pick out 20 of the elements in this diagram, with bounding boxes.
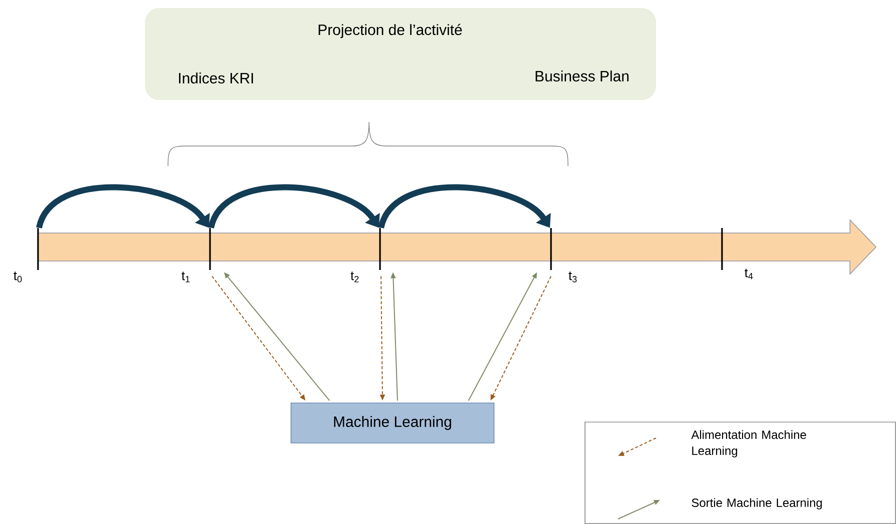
time-label: t$_{4}$ — [744, 268, 753, 280]
curved-arrow — [208, 184, 380, 229]
box-text: Business Plan — [536, 70, 629, 82]
heading: Projection de l’activité — [318, 24, 462, 38]
legend-text: Alimentation Machine Learning — [691, 430, 806, 458]
process-box: Machine Learning — [290, 402, 494, 444]
tick-mark — [721, 228, 723, 270]
activity-box — [145, 8, 656, 100]
time-label: t$_{0}$ — [14, 272, 22, 282]
curved-arrow — [378, 184, 551, 229]
time-label: t$_{3}$ — [568, 272, 577, 282]
tick-mark — [550, 228, 552, 270]
time-label: t$_{1}$ — [182, 272, 190, 282]
time-label: t$_{2}$ — [350, 272, 359, 282]
legend-text: Sortie Machine Learning — [692, 498, 822, 510]
tick-mark — [37, 228, 39, 270]
curved-arrow — [36, 184, 210, 229]
tick-mark — [379, 228, 381, 270]
tick-mark — [209, 228, 211, 270]
box-text: Indices KRI — [179, 72, 253, 84]
